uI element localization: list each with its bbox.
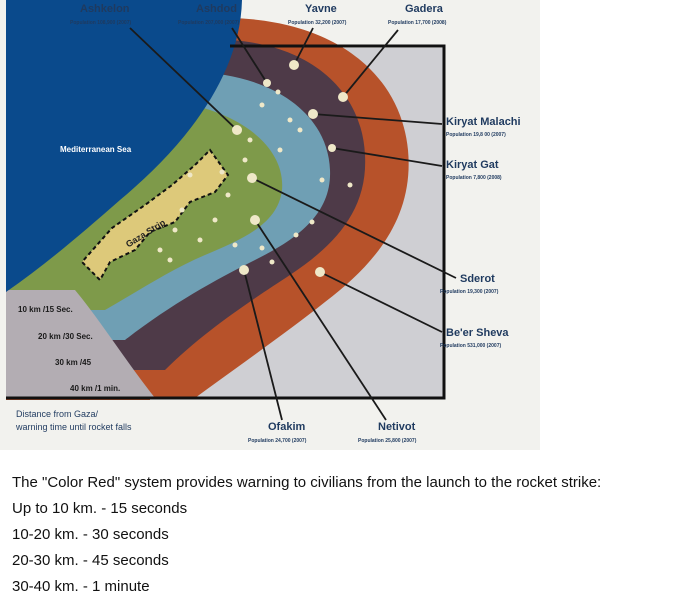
- info-line: Up to 10 km. - 15 seconds: [12, 500, 188, 517]
- city-label-ashdod: Ashdod Population 207,000 (2007): [178, 3, 239, 26]
- svg-text:Population 24,700 (2007): Population 24,700 (2007): [248, 438, 307, 444]
- town-dot: [319, 177, 325, 183]
- svg-text:Population 531,000 (2007): Population 531,000 (2007): [440, 343, 501, 349]
- leader-netivot: [254, 219, 387, 421]
- leader-kiryat-gat: [331, 147, 443, 167]
- leader-yavne: [293, 27, 314, 66]
- svg-text:Netivot: Netivot: [378, 421, 416, 433]
- town-dot: [263, 79, 271, 87]
- svg-text:Ofakim: Ofakim: [268, 421, 306, 433]
- svg-text:Yavne: Yavne: [305, 3, 337, 15]
- leader-ofakim: [243, 269, 283, 421]
- town-dot: [277, 147, 283, 153]
- leader-beer-sheva: [319, 271, 443, 333]
- svg-text:Population 19,8 00 (2007): Population 19,8 00 (2007): [446, 132, 506, 138]
- town-dot: [308, 109, 318, 119]
- town-dot: [250, 215, 260, 225]
- town-dot: [289, 60, 299, 70]
- town-dot: [247, 173, 257, 183]
- town-dot: [297, 127, 303, 133]
- map-svg: Mediterranean Sea Gaza Strip 10 km /15 S…: [6, 0, 521, 444]
- map-frame: [6, 44, 446, 400]
- town-dot: [187, 172, 193, 178]
- town-dot: [239, 265, 249, 275]
- town-dot: [212, 217, 218, 223]
- mediterranean-sea: [6, 0, 242, 292]
- gaza-strip: [80, 148, 230, 282]
- svg-text:Population 7,800 (2008): Population 7,800 (2008): [446, 175, 502, 181]
- town-dot: [338, 92, 348, 102]
- town-dot: [232, 242, 238, 248]
- leader-gadera: [342, 29, 399, 98]
- legend-label: 30 km /45: [55, 358, 92, 367]
- town-dot: [219, 169, 225, 175]
- leader-kiryat-malachi: [312, 113, 443, 125]
- legend-label: 40 km /1 min.: [70, 384, 120, 393]
- warning-info-text: The "Color Red" system provides warning …: [12, 470, 692, 600]
- svg-text:Sderot: Sderot: [460, 273, 495, 285]
- distance-legend: 10 km /15 Sec. 20 km /30 Sec. 30 km /45 …: [18, 305, 120, 393]
- svg-text:Ashdod: Ashdod: [196, 3, 237, 15]
- town-dot: [275, 89, 281, 95]
- city-label-beer-sheva: Be'er Sheva Population 531,000 (2007): [440, 327, 509, 349]
- town-dot: [197, 237, 203, 243]
- town-dot: [269, 259, 275, 265]
- svg-text:Kiryat Malachi: Kiryat Malachi: [446, 116, 521, 128]
- town-dot: [179, 207, 185, 213]
- town-dot: [328, 144, 336, 152]
- leader-ashkelon: [129, 27, 238, 131]
- svg-text:Population 17,700 (2008): Population 17,700 (2008): [388, 20, 447, 26]
- legend-wedge: [6, 290, 155, 398]
- svg-text:Ashkelon: Ashkelon: [80, 3, 130, 15]
- svg-text:Population 108,900 (2007): Population 108,900 (2007): [70, 20, 131, 26]
- town-dot: [293, 232, 299, 238]
- city-label-yavne: Yavne Population 32,200 (2007): [288, 3, 347, 26]
- city-label-kiryat-gat: Kiryat Gat Population 7,800 (2008): [446, 159, 502, 181]
- city-label-gadera: Gadera Population 17,700 (2008): [388, 3, 447, 26]
- svg-text:Population 19,300 (2007): Population 19,300 (2007): [440, 289, 499, 295]
- city-label-ofakim: Ofakim Population 24,700 (2007): [248, 421, 307, 444]
- legend-label: 10 km /15 Sec.: [18, 305, 73, 314]
- town-dot: [309, 219, 315, 225]
- leader-ashdod: [231, 27, 268, 84]
- town-dot: [157, 247, 163, 253]
- leader-sderot: [251, 177, 457, 279]
- town-dot: [287, 117, 293, 123]
- town-dot: [347, 182, 353, 188]
- svg-text:Population 32,200 (2007): Population 32,200 (2007): [288, 20, 347, 26]
- town-dot: [259, 102, 265, 108]
- town-dots: [157, 60, 353, 277]
- caption-line: warning time until rocket falls: [15, 422, 132, 432]
- info-line: 30-40 km. - 1 minute: [12, 578, 150, 595]
- info-line: 20-30 km. - 45 seconds: [12, 552, 169, 569]
- svg-text:Population 207,000 (2007): Population 207,000 (2007): [178, 20, 239, 26]
- leader-lines: [129, 27, 457, 421]
- svg-text:Population 25,800 (2007): Population 25,800 (2007): [358, 438, 417, 444]
- town-dot: [225, 192, 231, 198]
- caption-line: Distance from Gaza/: [16, 409, 99, 419]
- town-dot: [315, 267, 325, 277]
- town-dot: [247, 137, 253, 143]
- city-label-ashkelon: Ashkelon Population 108,900 (2007): [70, 3, 131, 26]
- city-label-netivot: Netivot Population 25,800 (2007): [358, 421, 417, 444]
- town-dot: [172, 227, 178, 233]
- legend-label: 20 km /30 Sec.: [38, 332, 93, 341]
- svg-text:Be'er Sheva: Be'er Sheva: [446, 327, 509, 339]
- city-label-sderot: Sderot Population 19,300 (2007): [440, 273, 499, 295]
- info-intro: The "Color Red" system provides warning …: [12, 474, 602, 491]
- town-dot: [242, 157, 248, 163]
- town-dot: [232, 125, 242, 135]
- city-label-kiryat-malachi: Kiryat Malachi Population 19,8 00 (2007): [446, 116, 521, 138]
- sea-label: Mediterranean Sea: [60, 145, 132, 154]
- svg-text:Gadera: Gadera: [405, 3, 444, 15]
- rocket-warning-map: Mediterranean Sea Gaza Strip 10 km /15 S…: [0, 0, 540, 450]
- svg-text:Kiryat Gat: Kiryat Gat: [446, 159, 499, 171]
- info-line: 10-20 km. - 30 seconds: [12, 526, 169, 543]
- town-dot: [259, 245, 265, 251]
- town-dot: [167, 257, 173, 263]
